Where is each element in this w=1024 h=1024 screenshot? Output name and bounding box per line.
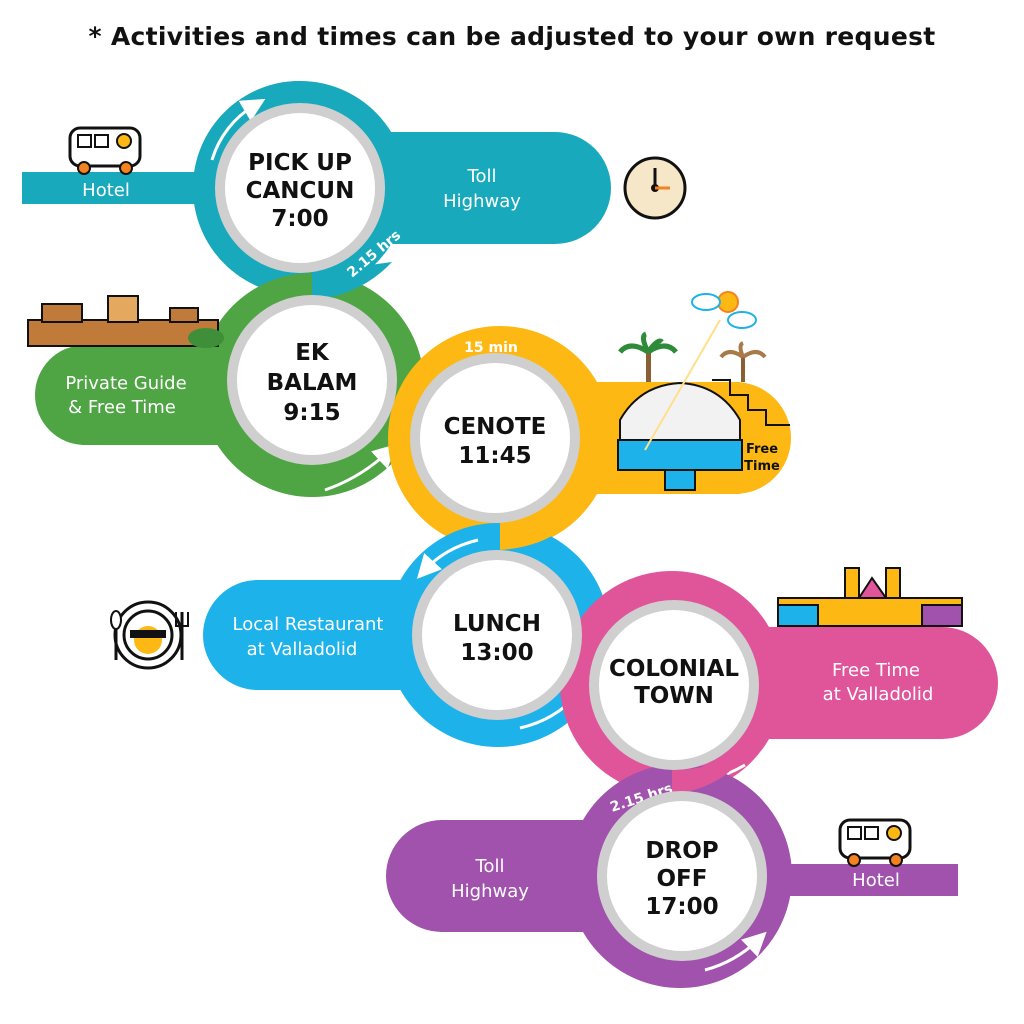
- ekbalam-line2: BALAM: [267, 370, 358, 396]
- cenote-free-line1: Free: [746, 442, 778, 457]
- toll-2-line1: Toll: [475, 856, 505, 877]
- hotel-end-label: Hotel: [852, 870, 900, 891]
- guide-line1: Private Guide: [65, 373, 186, 394]
- duration-2: 15 min: [464, 340, 518, 356]
- page-title: * Activities and times can be adjusted t…: [88, 22, 936, 51]
- teal-tail: [312, 262, 392, 300]
- lunch-line1: LUNCH: [453, 611, 541, 637]
- toll-2-line2: Highway: [451, 881, 529, 902]
- restaurant-line1: Local Restaurant: [233, 614, 384, 635]
- van-icon: [838, 818, 912, 867]
- pickup-line2: CANCUN: [246, 178, 355, 204]
- pink-tail: [672, 745, 748, 795]
- pickup-line1: PICK UP: [248, 150, 352, 176]
- valladolid-line2: at Valladolid: [823, 684, 934, 705]
- cenote-line2: 11:45: [458, 443, 531, 469]
- stop-ekbalam: EK BALAM 9:15: [227, 295, 397, 465]
- ruins-icon: [27, 295, 224, 348]
- dropoff-line3: 17:00: [645, 894, 718, 920]
- ekbalam-line3: 9:15: [283, 400, 340, 426]
- palm-icon: [618, 331, 767, 382]
- dropoff-line2: OFF: [657, 866, 708, 892]
- colonial-line2: TOWN: [634, 683, 714, 709]
- sun-icon: [691, 291, 757, 329]
- ekbalam-line1: EK: [295, 340, 330, 366]
- stop-cenote: CENOTE 11:45: [410, 353, 580, 523]
- guide-line2: & Free Time: [68, 397, 176, 418]
- stop-colonial: COLONIAL TOWN: [589, 600, 759, 770]
- toll-1-line2: Highway: [443, 191, 521, 212]
- hotel-start-label: Hotel: [82, 180, 130, 201]
- church-icon: [777, 567, 963, 627]
- stop-dropoff: DROP OFF 17:00: [597, 791, 767, 961]
- stop-lunch: LUNCH 13:00: [412, 550, 582, 720]
- plate-icon: [110, 600, 189, 670]
- pickup-line3: 7:00: [271, 206, 328, 232]
- valladolid-line1: Free Time: [832, 660, 920, 681]
- restaurant-line2: at Valladolid: [247, 639, 358, 660]
- toll-1-line1: Toll: [467, 166, 497, 187]
- clock-icon: [623, 156, 687, 220]
- colonial-line1: COLONIAL: [609, 656, 739, 682]
- cenote-line1: CENOTE: [444, 414, 547, 440]
- dropoff-line1: DROP: [645, 838, 718, 864]
- cenote-icon: Free Time: [617, 319, 790, 491]
- lunch-line2: 13:00: [460, 640, 533, 666]
- van-icon: [68, 126, 142, 175]
- orange-tail: [500, 490, 590, 550]
- cenote-free-line2: Time: [744, 459, 780, 474]
- stop-pickup: PICK UP CANCUN 7:00: [215, 103, 385, 273]
